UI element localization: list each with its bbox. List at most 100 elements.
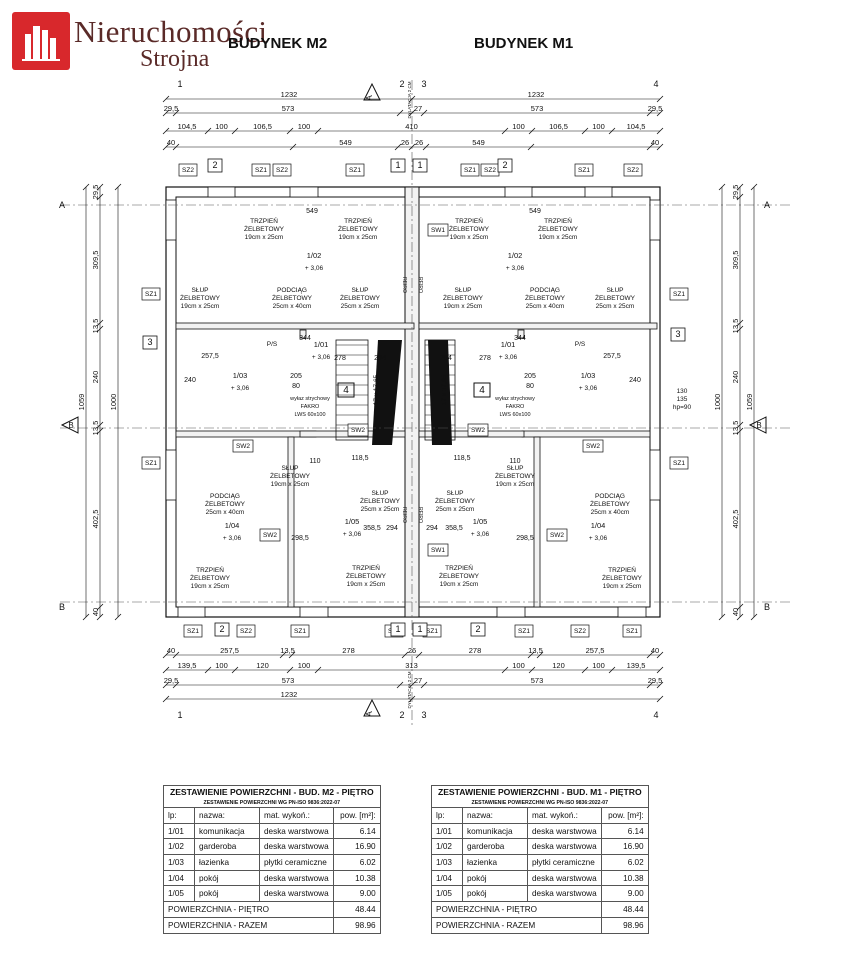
dimension-tick [172,681,180,689]
room-level: + 3,06 [312,354,331,361]
table-cell: płytki ceramiczne [259,854,334,871]
dimension-tick [82,613,90,621]
structure-label: 19cm x 25cm [444,303,483,310]
dimension-label: 29,5 [91,185,100,200]
dimension-label: 40 [651,646,659,655]
tag-box [546,528,568,542]
table-cell: łazienka [462,854,528,871]
tag-box [582,439,604,453]
window [584,186,613,198]
window-tag: SZ1 [578,167,590,174]
structure-label: TRZPIEŃ [445,563,473,572]
section-number: 2 [212,160,217,170]
dimension-tick [736,319,744,327]
dimension-tick [736,325,744,333]
dimension-label: 278 [342,646,355,655]
stair-stringer [428,340,452,445]
table-cell: 1/02 [163,838,195,856]
dimension-tick [415,651,423,659]
dimension-tick [408,695,416,703]
section-number: 1 [395,624,400,634]
dimension-tick [646,681,654,689]
tag-box [427,223,449,237]
structure-label: PODCIĄG [595,493,625,500]
number-box [142,335,158,350]
table-cell: POWIERZCHNIA - PIĘTRO [431,901,602,918]
structure-label: ŻELBETOWY [180,293,221,302]
window [289,186,319,198]
room-dimension: 118,5 [352,455,369,462]
window-tag: SZ1 [426,628,438,635]
section-number: 3 [147,337,152,347]
dimension-label: 100 [592,122,605,131]
room-number: 1/03 [233,371,248,380]
door-tag: SW2 [236,443,250,450]
dimension-tick [736,613,744,621]
area-table-m2: ZESTAWIENIE POWIERZCHNI - BUD. M2 - PIĘT… [163,785,381,934]
stair-number-box [473,382,491,398]
structure-label: TRZPIEŃ [344,216,372,225]
reiro-label: REIRO [401,277,407,293]
table-cell: 1/02 [431,838,463,856]
stair-stringer [372,340,402,445]
dimension-label: 27 [414,104,422,113]
room-number: 1/03 [581,371,596,380]
dimension-tick [646,109,654,117]
dimension-label: 40 [91,608,100,616]
dimension-tick [288,651,296,659]
room-dimension: 549 [529,208,541,215]
structure-label: 19cm x 25cm [245,234,284,241]
table-header: pow. [m²]: [332,807,381,824]
dimension-tick [536,651,544,659]
section-number: 2 [219,624,224,634]
structure-label: LWS 60x100 [499,412,530,418]
table-cell: komunikacja [462,822,528,840]
dimension-tick [656,127,664,135]
dimension-label: 1000 [713,394,722,411]
room-dimension: 294 [386,525,398,532]
dimension-tick [82,183,90,191]
interior-wall [517,329,525,339]
table-header: mat. wykoń.: [259,807,334,824]
dimension-label: 257,5 [586,646,605,655]
window-tag: SZ1 [626,628,638,635]
table-header: nazwa: [194,807,260,824]
table-cell: deska warstwowa [527,822,602,840]
window-tag: SZ1 [145,291,157,298]
room-level: + 3,06 [589,535,608,542]
table-cell: deska warstwowa [259,885,334,903]
tag-box [232,439,254,453]
structure-label: 25cm x 40cm [206,509,245,516]
section-marker [748,416,767,434]
room-dimension: 240 [629,377,641,384]
dimension-tick [401,651,409,659]
dimension-label: 29,5 [164,104,179,113]
structure-label: 19cm x 25cm [603,583,642,590]
structure-label: SŁUP [372,490,389,497]
structure-label: ŻELBETOWY [270,471,311,480]
number-box [670,327,686,342]
tag-box [460,163,480,177]
table-cell: POWIERZCHNIA - PIĘTRO [163,901,334,918]
dimension-tick [162,681,170,689]
table-cell: POWIERZCHNIA - RAZEM [431,916,602,934]
structure-label: PODCIĄG [210,493,240,500]
dilatation-label: DYLATACJA 2 CM [407,671,412,708]
structure-label: ŻELBETOWY [590,499,631,508]
room-dimension: 118,5 [454,455,471,462]
door-tag: SW2 [263,532,277,539]
dimension-tick [646,143,654,151]
dimension-tick [608,666,616,674]
dimension-tick [646,651,654,659]
dimension-label: 40 [731,608,740,616]
room-dimension: 358,5 [363,525,381,532]
dimension-label: 104,5 [178,122,197,131]
structure-label: ŻELBETOWY [360,496,401,505]
structure-label: 19cm x 25cm [339,234,378,241]
structure-label: ŻELBETOWY [595,293,636,302]
dimension-label: 573 [282,676,295,685]
window [617,606,647,618]
table-cell: 1/01 [431,822,463,840]
